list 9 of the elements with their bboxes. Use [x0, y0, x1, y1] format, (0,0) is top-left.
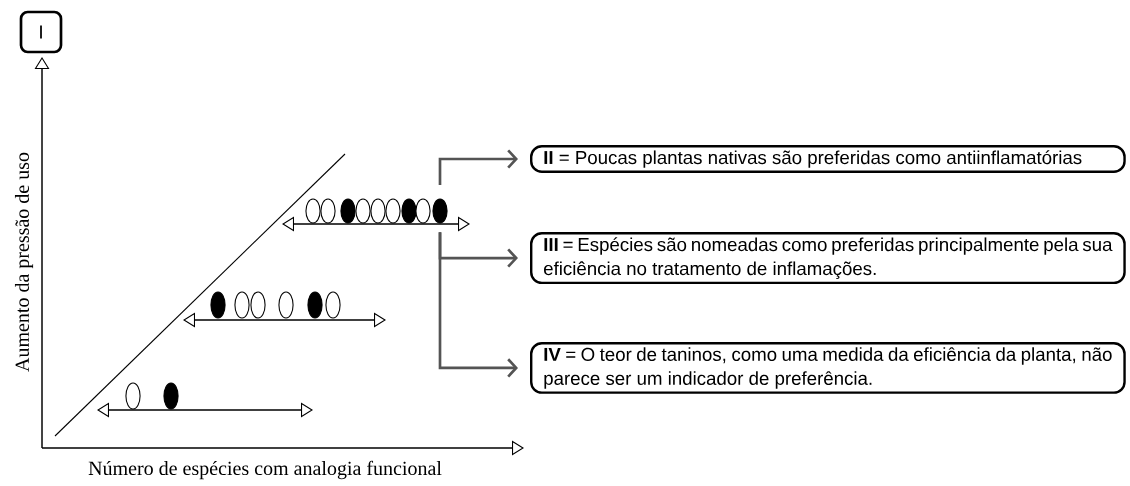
arrow	[438, 149, 518, 186]
axis-label: Número de espécies com analogia funcional	[88, 460, 442, 480]
text-box: IV = O teor de taninos, como uma medida da eficiência da planta, não parece ser um indicador de preferência.	[530, 342, 1126, 394]
text-box: II = Poucas plantas nativas são preferidas como antiinflamatórias	[530, 145, 1126, 173]
axis-label: Aumento da pressão de uso	[14, 152, 34, 372]
text-box: III = Espécies são nomeadas como preferidas principalmente pela sua eficiência no tratamento de inflamações.	[530, 232, 1126, 285]
arrow	[438, 232, 518, 378]
label-box: I	[19, 10, 63, 54]
ellipse-row-drawing	[282, 198, 470, 232]
